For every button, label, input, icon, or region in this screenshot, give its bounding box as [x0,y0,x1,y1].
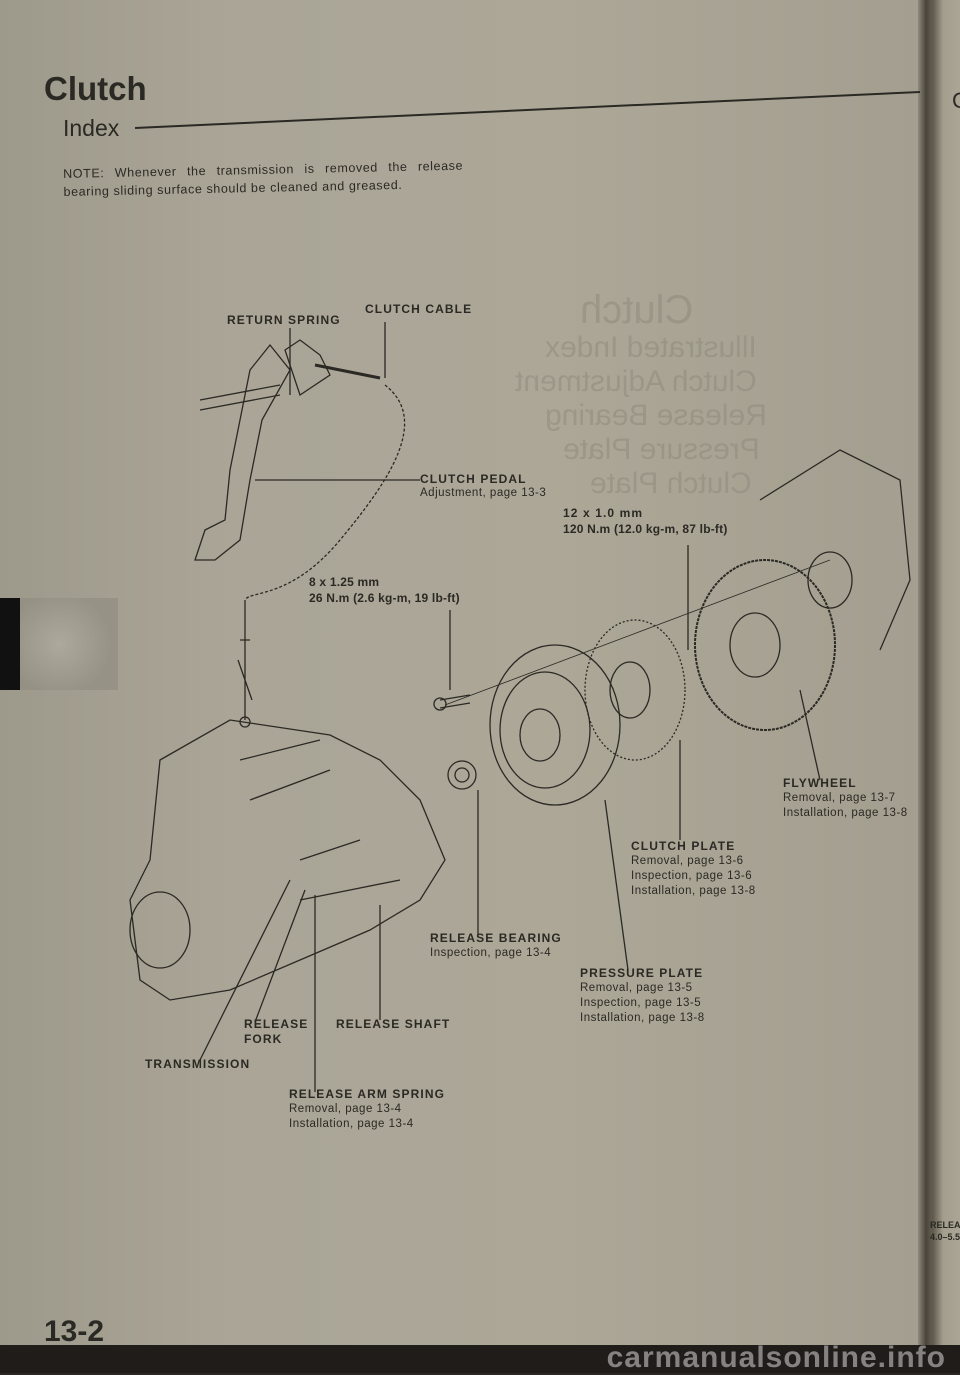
pressure-plate-inner [499,671,591,789]
bolt-head-drawing [433,697,447,711]
pressure-plate-drawing [489,644,621,806]
cable-adjuster-drawing [237,600,253,720]
transmission-drawing [129,719,446,1001]
photo-bottom-edge: carmanualsonline.info [0,1341,960,1374]
page-subtitle: Index [63,115,120,141]
leader-lines [255,322,689,690]
label-bolt-small-torque: 26 N.m (2.6 kg-m, 19 lb-ft) [309,591,460,605]
label-bolt-small-size: 8 x 1.25 mm [309,575,380,589]
transmission-cover-drawing [129,891,191,969]
release-fork-drawing [239,739,401,901]
flywheel-hub [729,612,781,678]
label-release-fork: FORK [244,1032,283,1046]
engine-block-drawing [759,449,911,651]
label-clutch-plate: CLUTCH PLATE [631,839,736,853]
label-flywheel-ref: Removal, page 13-7 [783,792,896,804]
label-clutch-plate-ref: Inspection, page 13-6 [631,870,753,882]
label-clutch-plate-ref: Installation, page 13-8 [631,885,756,897]
release-bearing-drawing [447,760,477,790]
label-return-spring: RETURN SPRING [227,313,341,327]
label-release-bearing: RELEASE BEARING [430,931,562,945]
section-tab-marker [0,598,20,690]
pressure-plate-center [519,708,561,762]
right-page-fragment: 4.0–5.5 [930,1232,960,1242]
label-release-fork: RELEASE [244,1017,309,1031]
label-release-arm-spring: RELEASE ARM SPRING [289,1087,446,1101]
right-page-fragment: RELEA [930,1220,960,1230]
flywheel-drawing [694,559,836,731]
right-page-edge [932,0,960,1345]
label-pressure-plate: PRESSURE PLATE [580,966,704,980]
release-bearing-inner [454,767,470,783]
watermark: carmanualsonline.info [606,1341,946,1374]
label-clutch-pedal: CLUTCH PEDAL [420,472,527,486]
right-page-fragment: C [952,88,960,113]
label-clutch-cable: CLUTCH CABLE [365,302,473,316]
clutch-pedal-drawing [194,343,291,561]
manual-page [0,0,930,1345]
label-pressure-plate-ref: Removal, page 13-5 [580,982,693,994]
label-pressure-plate-ref: Inspection, page 13-5 [580,997,702,1009]
label-flywheel-ref: Installation, page 13-8 [783,807,908,819]
pedal-bracket-drawing [284,339,331,397]
centerline [444,559,831,706]
label-release-arm-spring-ref: Installation, page 13-4 [289,1118,414,1130]
label-release-arm-spring-ref: Removal, page 13-4 [289,1103,402,1115]
page-number: 13-2 [44,1315,105,1348]
clutch-cable-drawing [244,384,406,601]
label-transmission: TRANSMISSION [145,1057,251,1071]
label-clutch-pedal-ref: Adjustment, page 13-3 [420,487,547,499]
label-pressure-plate-ref: Installation, page 13-8 [580,1012,705,1024]
label-bolt-large-size: 12 x 1.0 mm [563,506,644,520]
label-clutch-plate-ref: Removal, page 13-6 [631,855,744,867]
page-title: Clutch [44,70,147,107]
pedal-shaft-drawing [199,384,281,411]
clutch-disc-hub [609,661,651,719]
label-release-shaft: RELEASE SHAFT [336,1017,451,1031]
clutch-disc-drawing [584,619,686,761]
label-bolt-large-torque: 120 N.m (12.0 kg-m, 87 lb-ft) [563,522,728,536]
cable-end-drawing [314,363,381,380]
label-flywheel: FLYWHEEL [783,776,857,790]
leader-lines [199,689,821,1092]
title-rule [134,91,921,129]
book-gutter [918,0,934,1345]
label-release-bearing-ref: Inspection, page 13-4 [430,947,552,959]
section-tab-image [20,598,118,690]
crankshaft-flange-drawing [807,551,853,609]
